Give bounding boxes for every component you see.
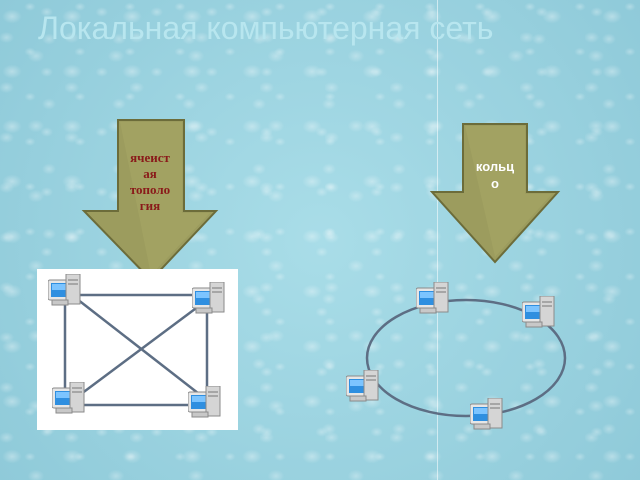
computer-icon: [346, 370, 379, 402]
computer-icon: [188, 386, 221, 418]
mesh-label-line: гия: [139, 198, 161, 213]
computer-icon: [416, 282, 449, 314]
mesh-links: [63, 293, 209, 407]
mesh-topology-label: ячеист ая тополо гия: [118, 150, 182, 214]
computer-icon: [48, 274, 81, 306]
computer-icon: [522, 296, 555, 328]
slide-divider: [437, 0, 438, 480]
ring-topology-label: кольц о: [462, 158, 528, 192]
mesh-label-line: ячеист: [130, 150, 170, 165]
computer-icon: [192, 282, 225, 314]
mesh-label-line: тополо: [129, 182, 171, 197]
mesh-label-line: ая: [143, 166, 157, 181]
ring-label-line: кольц: [475, 159, 515, 174]
ring-label-line: о: [491, 176, 499, 191]
ring-topology-arrow: [429, 123, 561, 264]
slide-title: Локальная компьютерная сеть: [38, 10, 494, 46]
mesh-topology-arrow: [81, 119, 219, 282]
computer-icon: [52, 382, 85, 414]
computer-icon: [470, 398, 503, 430]
